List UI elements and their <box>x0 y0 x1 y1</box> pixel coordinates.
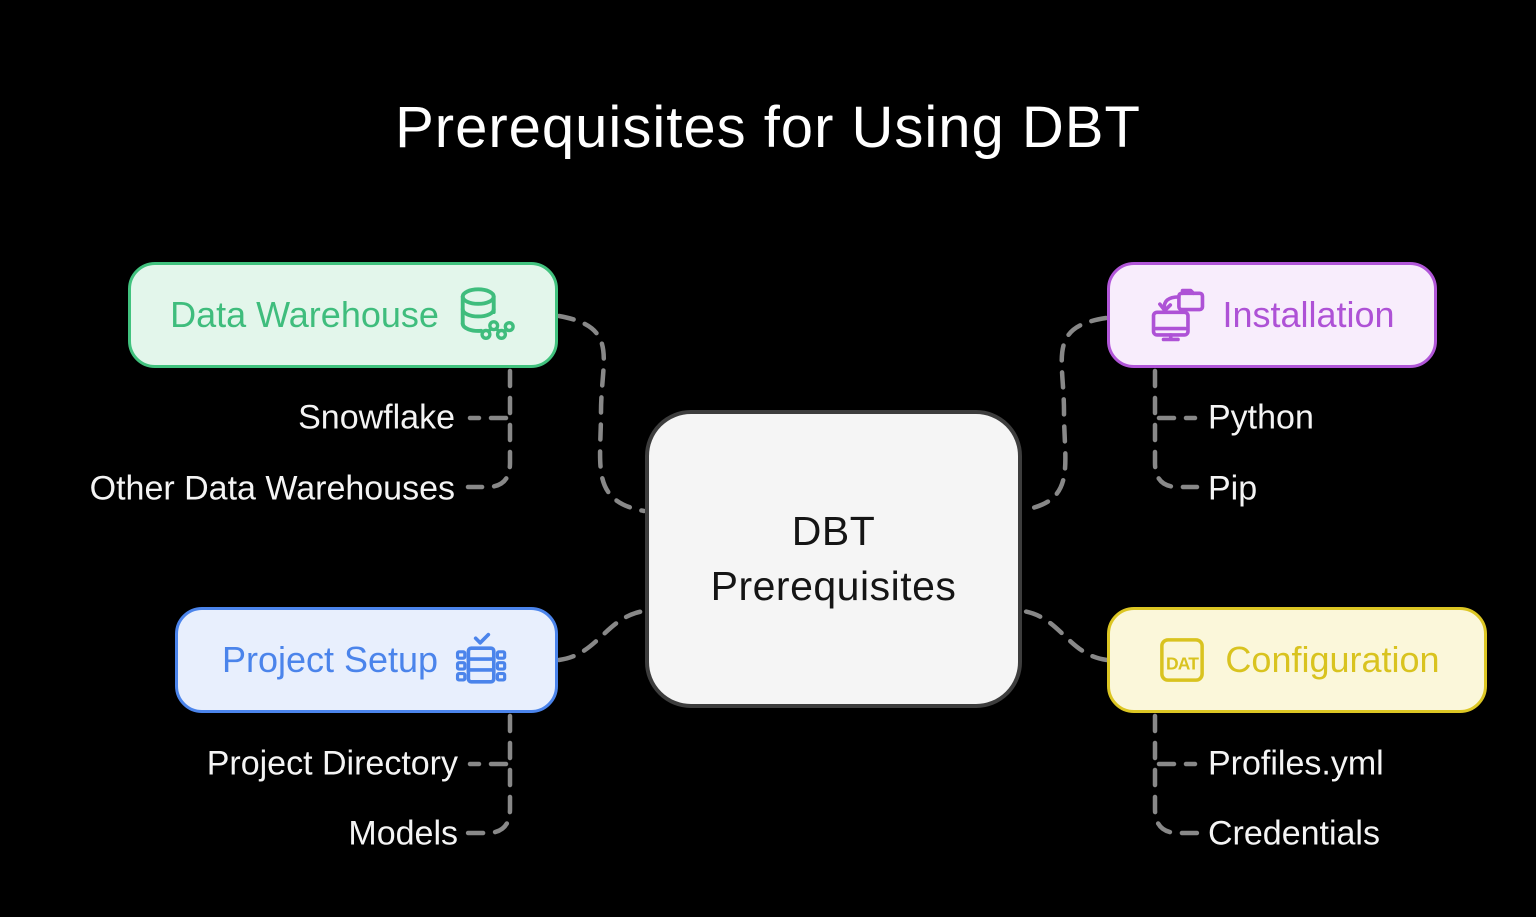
node-data-warehouse: Data Warehouse <box>128 262 558 368</box>
connector-installation-center <box>1020 315 1109 513</box>
node-project-setup-label: Project Setup <box>221 639 439 680</box>
node-configuration: DAT Configuration <box>1107 607 1487 713</box>
connector-configuration-children <box>1152 713 1200 836</box>
connector-datawarehouse-center <box>556 313 647 514</box>
connector-projectsetup-center <box>556 608 647 663</box>
node-project-setup: Project Setup <box>175 607 558 713</box>
node-data-warehouse-label: Data Warehouse <box>170 294 439 335</box>
connector-projectsetup-children <box>465 713 513 836</box>
leaf-pip: Pip <box>1208 469 1258 508</box>
central-node-line1: DBT <box>791 507 876 554</box>
node-configuration-label: Configuration <box>1225 639 1440 680</box>
database-network-icon <box>460 287 515 340</box>
central-node-dbt-prerequisites: DBT Prerequisites <box>645 410 1022 708</box>
leaf-other-data-warehouses: Other Data Warehouses <box>89 469 455 508</box>
install-to-computer-icon <box>1152 288 1205 342</box>
leaf-models: Models <box>348 814 458 853</box>
leaf-project-directory: Project Directory <box>206 744 458 783</box>
leaf-profiles-yml: Profiles.yml <box>1208 744 1384 783</box>
leaf-snowflake: Snowflake <box>298 398 455 437</box>
dat-icon-text: DAT <box>1166 654 1199 674</box>
connector-configuration-center <box>1020 608 1110 663</box>
node-installation-label: Installation <box>1222 294 1395 335</box>
leaf-credentials: Credentials <box>1208 814 1380 853</box>
leaf-python: Python <box>1208 398 1314 437</box>
central-node-line2: Prerequisites <box>710 563 957 609</box>
connector-installation-children <box>1152 368 1200 490</box>
dat-file-icon: DAT <box>1160 638 1205 682</box>
connector-datawarehouse-children <box>465 368 513 490</box>
page-title: Prerequisites for Using DBT <box>395 95 1141 160</box>
node-installation: Installation <box>1107 262 1437 368</box>
table-check-icon <box>456 632 507 684</box>
